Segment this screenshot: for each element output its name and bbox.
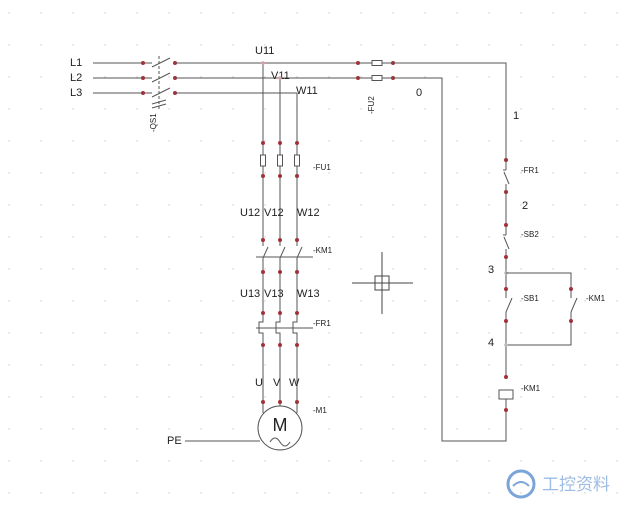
node-w13: W13: [297, 288, 320, 300]
label-km1-aux: -KM1: [586, 294, 606, 303]
control-circuit: 1 -FR1 2 -SB2 3 -SB1 -KM1 4: [488, 110, 606, 412]
label-l2: L2: [70, 72, 82, 84]
node-w: W: [289, 377, 300, 389]
label-sb2: -SB2: [521, 230, 539, 239]
node-1: 1: [513, 110, 519, 122]
motor-letter: M: [273, 415, 288, 435]
motor-m1: M -M1: [257, 400, 327, 451]
supply-lines: L1 L2 L3 -QS1: [70, 56, 507, 442]
label-l1: L1: [70, 57, 82, 69]
label-km1-main: -KM1: [313, 246, 333, 255]
label-qs1: -QS1: [149, 113, 158, 132]
node-v13: V13: [264, 288, 284, 300]
node-u12: U12: [240, 207, 260, 219]
node-u: U: [255, 377, 263, 389]
fuse-fu2: -FU2: [356, 60, 395, 114]
node-u13: U13: [240, 288, 260, 300]
label-fu1: -FU1: [313, 163, 331, 172]
label-fr1-main: -FR1: [313, 319, 331, 328]
crosshair-cursor: [352, 252, 413, 314]
watermark-logo-icon: [506, 469, 536, 499]
label-sb1: -SB1: [521, 294, 539, 303]
label-km1-coil: -KM1: [521, 384, 541, 393]
main-circuit: U11 V11 W11 -FU1 U12 V12 W12: [167, 45, 333, 451]
watermark: 工控资料: [506, 469, 610, 499]
label-pe: PE: [167, 435, 182, 447]
node-v12: V12: [264, 207, 284, 219]
watermark-text: 工控资料: [542, 475, 610, 495]
contactor-km1-main: -KM1: [256, 238, 333, 274]
node-w12: W12: [297, 207, 320, 219]
node-v: V: [273, 377, 281, 389]
switch-qs1: -QS1: [141, 56, 177, 132]
node-w11: W11: [296, 85, 318, 97]
node-v11: V11: [271, 70, 290, 82]
label-l3: L3: [70, 87, 82, 99]
thermal-relay-fr1-main: -FR1: [255, 311, 331, 347]
label-fr1-ctrl: -FR1: [521, 166, 539, 175]
node-0: 0: [416, 87, 422, 99]
node-4: 4: [488, 337, 494, 349]
node-3: 3: [488, 264, 494, 276]
node-u11: U11: [255, 45, 274, 57]
label-fu2: -FU2: [367, 96, 376, 114]
label-m1: -M1: [313, 406, 327, 415]
node-2: 2: [522, 200, 528, 212]
fuse-fu1: -FU1: [260, 141, 331, 178]
